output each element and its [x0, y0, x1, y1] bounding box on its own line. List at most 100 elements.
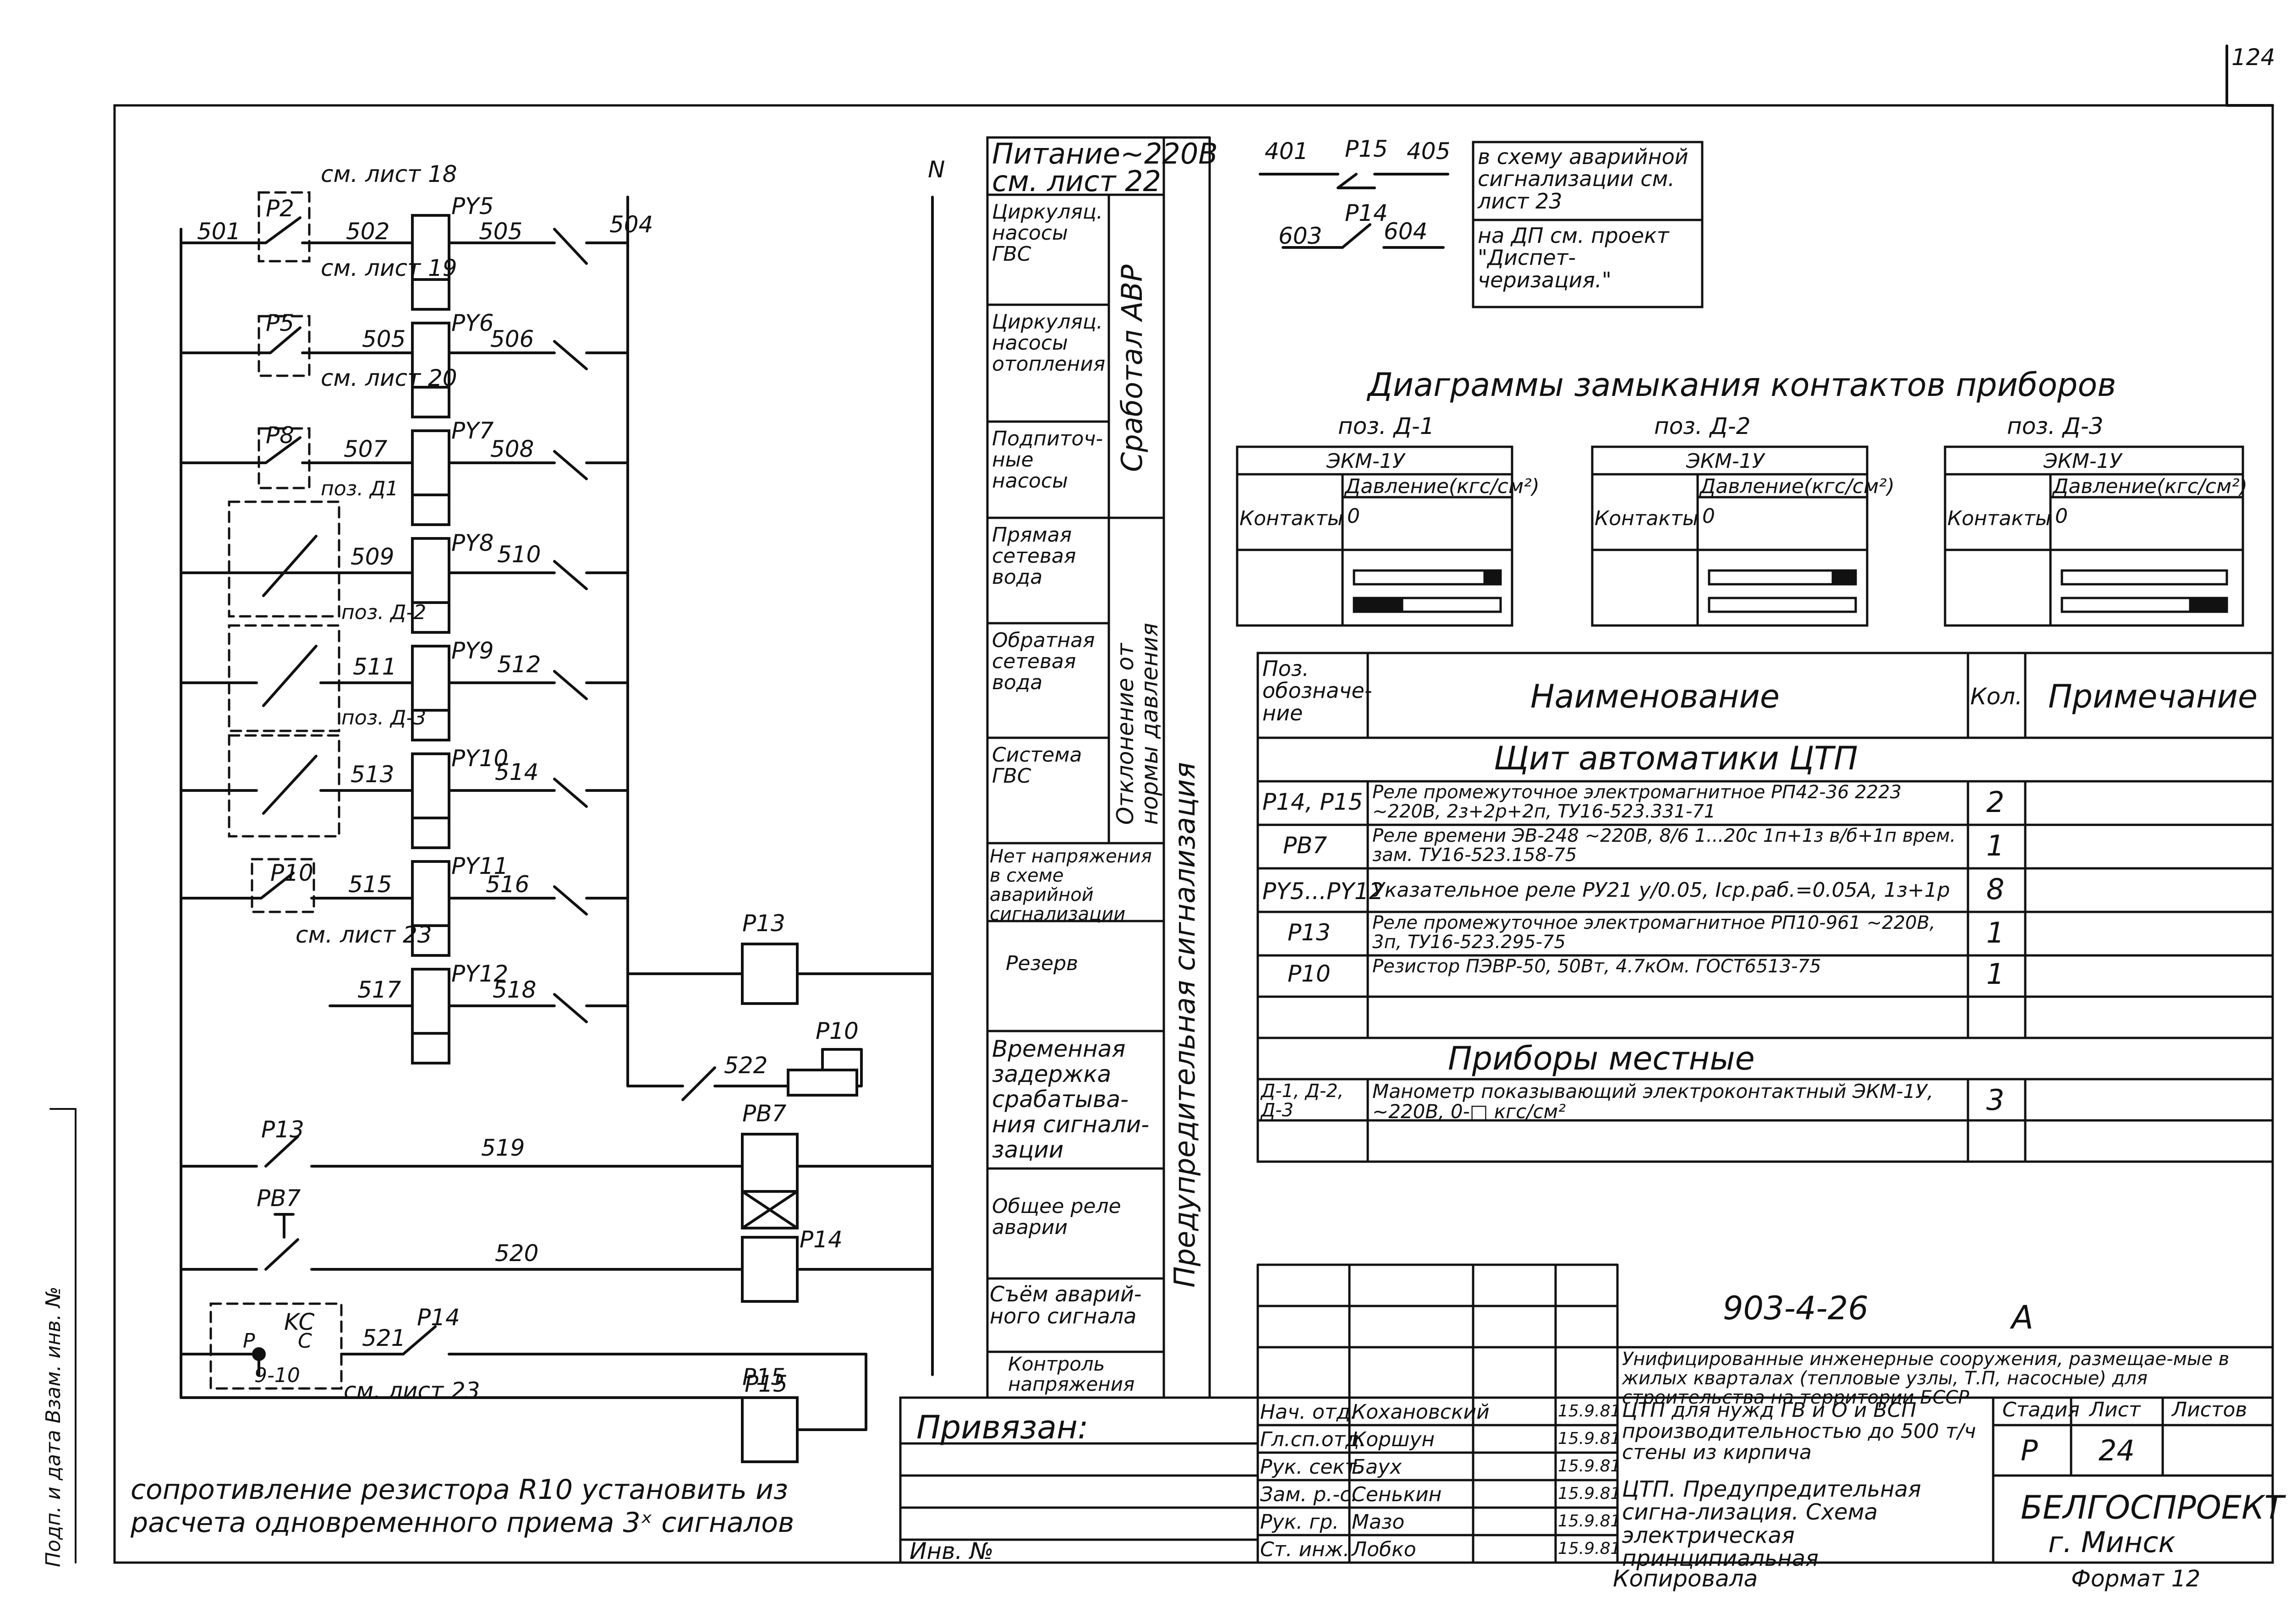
relay-label: PY6 [451, 310, 494, 336]
diagram-device: ЭКМ-1У [2044, 450, 2122, 473]
contact-label: P15 [742, 1364, 785, 1390]
wire-label: 512 [497, 651, 541, 678]
relay-label: PB7 [742, 1100, 787, 1127]
spec-pos: Д-1, Д-2, Д-3 [1261, 1081, 1344, 1121]
sheet-ref: см. лист 23 [344, 1377, 480, 1404]
spec-name: Резистор ПЭВР-50, 50Вт, 4.7кОм. ГОСТ6513… [1372, 956, 1821, 977]
signer-role: Гл.сп.отд. [1260, 1428, 1366, 1451]
contact-label: P14 [417, 1304, 460, 1331]
signer-date: 15.9.81 [1558, 1429, 1621, 1448]
spec-qty: 3 [1986, 1083, 2005, 1117]
legend-group-pressure: Отклонение от нормы давления [1112, 623, 1163, 825]
spec-qty: 1 [1986, 829, 2005, 862]
resistor-footnote: сопротивление резистора R10 установить и… [131, 1474, 795, 1539]
diagram-col: Контакты [1947, 507, 2051, 530]
legend-group-avr: Сработал АВР [1115, 264, 1149, 472]
signer-name: Мазо [1352, 1510, 1405, 1534]
note-text-alarm: в схему аварийной сигнализации см. лист … [1478, 144, 1688, 214]
diagram-pos: поз. Д-1 [1338, 413, 1435, 439]
legend-row: Общее реле аварии [992, 1195, 1121, 1240]
legend-row: Съём аварий-ного сигнала [990, 1282, 1142, 1329]
spec-name: Указательное реле РУ21 у/0.05, Iср.раб.=… [1372, 878, 1950, 902]
side-note: Подп. и дата Взам. инв. № [42, 1286, 65, 1567]
legend-row: Прямая сетевая вода [992, 523, 1076, 589]
wire-label: 505 [479, 218, 523, 245]
sheet-number-corner: 124 [2231, 44, 2275, 71]
wire-label: 511 [353, 653, 397, 680]
relay-label: P13 [742, 910, 785, 937]
neutral-label: N [928, 156, 945, 183]
contact-symbols [255, 216, 322, 900]
spec-qty: 8 [1986, 872, 2005, 906]
spec-pos: PY5...PY12 [1262, 878, 1384, 905]
legend-row: Резерв [1006, 952, 1078, 975]
spec-header: Поз. обозначе-ние [1262, 656, 1372, 725]
note-wire: 401 [1265, 138, 1309, 165]
note-wire: 603 [1278, 223, 1322, 249]
note-wire: 604 [1384, 218, 1428, 245]
legend-row: Обратная сетевая вода [992, 629, 1095, 695]
resistor-label: P10 [816, 1018, 859, 1044]
signer-name: Коршун [1352, 1428, 1435, 1451]
spec-pos: P13 [1288, 919, 1331, 946]
org-name: БЕЛГОСПРОЕКТ [2021, 1489, 2284, 1526]
sheet-title: ЦТП. Предупредительная сигна-лизация. Сх… [1622, 1476, 1921, 1572]
wire-label: 522 [724, 1052, 768, 1079]
note-contacts [1259, 141, 1704, 308]
signer-date: 15.9.81 [1558, 1484, 1621, 1503]
wire-label: 517 [357, 977, 401, 1003]
relay-label: PY8 [451, 530, 494, 556]
diagram-zero: 0 [1347, 505, 1360, 528]
legend-row: Подпиточ-ные насосы [992, 427, 1103, 493]
signer-name: Сенькин [1352, 1483, 1442, 1506]
relay-label: PY7 [451, 417, 494, 444]
relay-label: PY12 [451, 960, 509, 987]
contact-label: P8 [266, 422, 294, 449]
legend-grid [986, 136, 1211, 1399]
diagram-col: Давление(кгс/см²) [2053, 475, 2247, 498]
legend-row: Нет напряжения в схеме аварийной сигнали… [990, 846, 1152, 925]
doc-code: 903-4-26 [1723, 1289, 1869, 1327]
kc-c: C [298, 1329, 312, 1353]
legend-row: Циркуляц. насосы отопления [992, 310, 1106, 376]
pos-label: поз. Д1 [321, 477, 399, 500]
col-sheet: Лист [2089, 1398, 2141, 1421]
spec-name: Манометр показывающий электроконтактный … [1372, 1080, 1934, 1123]
wire-label: 508 [490, 436, 534, 462]
spec-header: Примечание [2048, 678, 2258, 715]
note-text-dispatch: на ДП см. проект "Диспет-черизация." [1478, 223, 1669, 292]
diagram-pos: поз. Д-3 [2007, 413, 2104, 439]
relay-label: PY9 [451, 637, 494, 664]
title-block-grid [899, 1263, 2274, 1564]
org-city: г. Минск [2048, 1525, 2176, 1559]
command-rows [180, 1133, 934, 1463]
signer-name: Баух [1352, 1455, 1402, 1479]
spec-pos: PB7 [1283, 832, 1327, 859]
wire-label: 505 [362, 326, 406, 352]
wire-label: 513 [351, 761, 395, 788]
spec-header: Кол. [1970, 683, 2022, 710]
legend-row: Циркуляц. насосы ГВС [992, 200, 1103, 266]
sheet-ref: см. лист 18 [321, 161, 457, 187]
diagram-col: Давление(кгс/см²) [1345, 475, 1540, 498]
spec-name: Реле промежуточное электромагнитное РП42… [1372, 782, 1902, 822]
wire-label: 506 [490, 326, 534, 352]
contact-frames [209, 191, 343, 1390]
spec-section: Щит автоматики ЦТП [1494, 740, 1858, 777]
inv-label: Инв. № [910, 1538, 994, 1564]
wire-label: 514 [495, 759, 539, 785]
contact-diagram-tables [1236, 445, 2244, 627]
project-name: Унифицированные инженерные сооружения, р… [1622, 1349, 2230, 1408]
signer-role: Рук. сект. [1260, 1455, 1363, 1479]
contact-label: P2 [266, 195, 294, 222]
wire-label: 519 [481, 1135, 525, 1161]
spec-name: Реле промежуточное электромагнитное РП10… [1372, 912, 1935, 953]
spec-qty: 1 [1986, 957, 2005, 991]
legend-row: Контроль напряжения [1008, 1353, 1135, 1396]
wire-label: 520 [495, 1240, 539, 1267]
signer-role: Нач. отд. [1260, 1400, 1357, 1424]
col-stage: Стадия [2002, 1398, 2080, 1421]
relay-label: P14 [800, 1226, 843, 1253]
note-wire: 405 [1407, 138, 1451, 165]
supply-line2: см. лист 22 [992, 165, 1162, 198]
